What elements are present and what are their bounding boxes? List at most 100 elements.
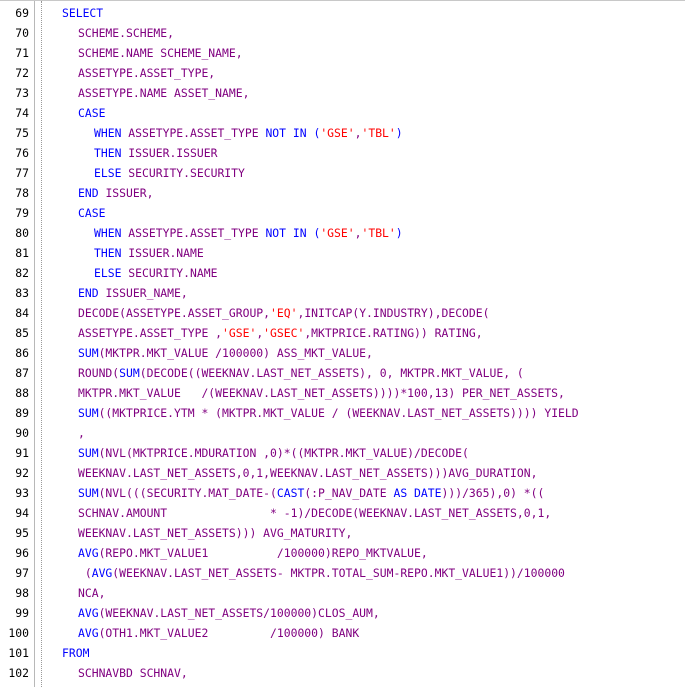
code-lines[interactable]: 69 SELECT 70 SCHEME.SCHEME, 71 SCHEME.NAME SC… — [0, 3, 685, 683]
identifier-token: ASSETYPE.NAME ASSET_NAME, — [78, 86, 250, 100]
keyword-token: SUM — [78, 486, 99, 500]
keyword-token: SUM — [78, 406, 99, 420]
identifier-token: (MKTPR.MKT_VALUE /100000) ASS_MKT_VALUE, — [98, 346, 373, 360]
identifier-token: , — [78, 426, 85, 440]
identifier-token: SCHNAVBD SCHNAV, — [78, 666, 188, 680]
keyword-token: SUM — [119, 366, 140, 380]
line-number: 90 — [15, 426, 29, 440]
code-text: NCA, — [78, 583, 105, 603]
identifier-token: ,MKTPRICE.RATING)) RATING, — [304, 326, 483, 340]
code-text: END ISSUER_NAME, — [78, 283, 188, 303]
code-text: (AVG(WEEKNAV.LAST_NET_ASSETS- MKTPR.TOTA… — [78, 563, 565, 583]
keyword-token: SELECT — [62, 6, 104, 20]
keyword-token: AVG — [78, 546, 99, 560]
keyword-token: NOT IN — [265, 126, 314, 140]
line-number: 71 — [15, 46, 29, 60]
keyword-token: THEN — [94, 146, 129, 160]
paren-token: ) — [395, 226, 403, 240]
identifier-token: DECODE(ASSETYPE.ASSET_GROUP, — [78, 306, 271, 320]
keyword-token: AS DATE — [393, 486, 442, 500]
code-line[interactable]: 101 FROM — [0, 643, 685, 663]
identifier-token: , — [354, 126, 362, 140]
code-text: WEEKNAV.LAST_NET_ASSETS))) AVG_MATURITY, — [78, 523, 352, 543]
identifier-token: (:P_NAV_DATE — [304, 486, 394, 500]
string-token: 'EQ' — [270, 306, 298, 320]
line-number: 78 — [15, 186, 29, 200]
keyword-token: END — [78, 186, 106, 200]
keyword-token: THEN — [94, 246, 129, 260]
string-token: 'GSEC' — [263, 326, 305, 340]
identifier-token: ASSETYPE.ASSET_TYPE — [128, 226, 266, 240]
code-line[interactable]: 98 NCA, — [0, 583, 685, 603]
identifier-token: ASSETYPE.ASSET_TYPE — [128, 126, 266, 140]
line-number: 92 — [15, 466, 29, 480]
code-line[interactable]: 95 WEEKNAV.LAST_NET_ASSETS))) AVG_MATURIT… — [0, 523, 685, 543]
string-token: 'GSE' — [222, 326, 257, 340]
line-number: 98 — [15, 586, 29, 600]
code-line[interactable]: 92 WEEKNAV.LAST_NET_ASSETS,0,1,WEEKNAV.LA… — [0, 463, 685, 483]
code-text: , — [78, 423, 85, 443]
code-text: WEEKNAV.LAST_NET_ASSETS,0,1,WEEKNAV.LAST… — [78, 463, 537, 483]
keyword-token: CAST — [276, 486, 305, 500]
code-line[interactable]: 90, — [0, 423, 685, 443]
line-number: 70 — [15, 26, 29, 40]
line-number: 77 — [15, 166, 29, 180]
code-text: SELECT — [62, 3, 103, 23]
identifier-token: (NVL(((SECURITY.MAT_DATE-( — [98, 486, 277, 500]
line-number: 101 — [8, 646, 29, 660]
code-text: FROM — [62, 643, 89, 663]
string-token: 'TBL' — [361, 126, 396, 140]
line-number: 69 — [15, 6, 29, 20]
keyword-token: SUM — [78, 446, 99, 460]
code-line[interactable]: 71 SCHEME.NAME SCHEME_NAME, — [0, 43, 685, 63]
identifier-token: SCHEME.NAME SCHEME_NAME, — [78, 46, 243, 60]
identifier-token: ASSETYPE.ASSET_TYPE, — [78, 66, 216, 80]
paren-token: ( — [313, 226, 321, 240]
code-line[interactable]: 69 SELECT — [0, 3, 685, 23]
line-number: 75 — [15, 126, 29, 140]
line-number: 76 — [15, 146, 29, 160]
code-line[interactable]: 97 (AVG(WEEKNAV.LAST_NET_ASSETS- MKTPR.T… — [0, 563, 685, 583]
identifier-token: , — [354, 226, 362, 240]
line-number: 95 — [15, 526, 29, 540]
identifier-token: SCHNAV.AMOUNT * -1)/DECODE(WEEKNAV.LAST_… — [78, 506, 552, 520]
identifier-token: ( — [78, 566, 92, 580]
code-line[interactable]: 70 SCHEME.SCHEME, — [0, 23, 685, 43]
fold-guide-line — [41, 1, 42, 687]
gutter-divider — [34, 1, 35, 687]
identifier-token: ASSETYPE.ASSET_TYPE , — [78, 326, 223, 340]
identifier-token: ,INITCAP(Y.INDUSTRY),DECODE( — [297, 306, 490, 320]
line-number-gutter — [0, 1, 34, 687]
identifier-token: ISSUER.NAME — [128, 246, 204, 260]
keyword-token: AVG — [91, 566, 113, 580]
code-text: SUM(NVL(((SECURITY.MAT_DATE-(CAST(:P_NAV… — [78, 483, 544, 503]
string-token: 'GSE' — [320, 226, 355, 240]
identifier-token: SCHEME.SCHEME, — [78, 26, 175, 40]
